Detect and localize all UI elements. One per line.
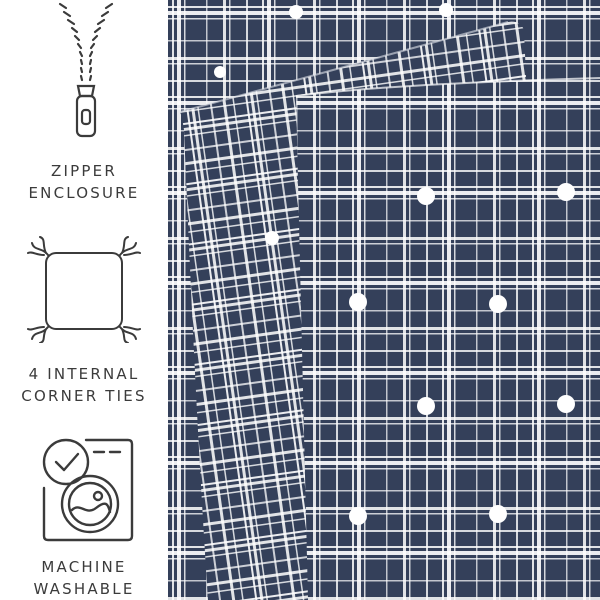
feature-zipper: ZIPPER ENCLOSURE: [0, 0, 168, 204]
front-sheet: [265, 77, 600, 600]
feature-machine-washable-line2: WASHABLE: [33, 580, 135, 598]
feature-corner-ties: 4 INTERNAL CORNER TIES: [0, 233, 168, 407]
feature-zipper-line1: ZIPPER: [51, 162, 117, 180]
front-sheet-dots: [265, 183, 575, 525]
feature-corner-ties-line1: 4 INTERNAL: [28, 365, 140, 383]
feature-machine-washable-label: MACHINE WASHABLE: [0, 556, 168, 600]
corner-ties-icon: [27, 236, 141, 343]
feature-sidebar: ZIPPER ENCLOSURE 4 INTERNAL CORNER TIES: [0, 0, 168, 600]
back-sheet-dots: [214, 3, 453, 78]
feature-zipper-label: ZIPPER ENCLOSURE: [0, 160, 168, 204]
zipper-icon: [58, 2, 114, 138]
feature-zipper-line2: ENCLOSURE: [28, 184, 140, 202]
feature-machine-washable: MACHINE WASHABLE: [0, 432, 168, 600]
product-photo: [168, 0, 600, 600]
feature-machine-washable-line1: MACHINE: [41, 558, 127, 576]
feature-corner-ties-line2: CORNER TIES: [21, 387, 147, 405]
washing-machine-icon: [42, 438, 134, 542]
plaid-sheets-image: [168, 0, 600, 600]
feature-corner-ties-label: 4 INTERNAL CORNER TIES: [0, 363, 168, 407]
